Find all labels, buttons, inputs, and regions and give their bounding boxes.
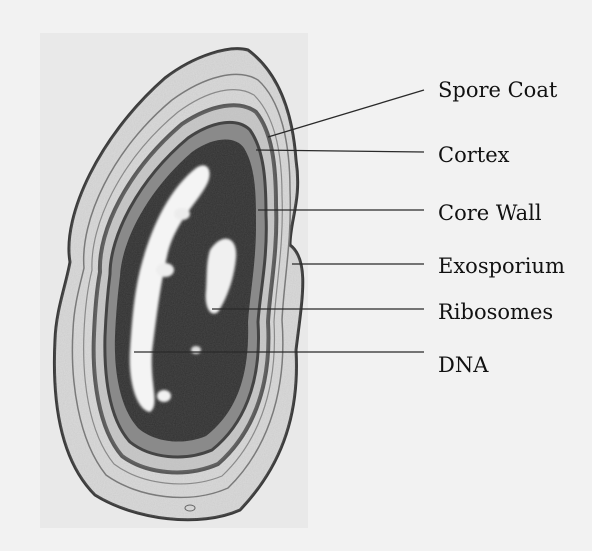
exosporium-label: Exosporium bbox=[438, 256, 565, 277]
dna-label: DNA bbox=[438, 355, 488, 376]
core-wall-label: Core Wall bbox=[438, 203, 542, 224]
ribosomes-label: Ribosomes bbox=[438, 302, 553, 323]
spore-coat-label: Spore Coat bbox=[438, 80, 557, 101]
cortex-label: Cortex bbox=[438, 145, 509, 166]
